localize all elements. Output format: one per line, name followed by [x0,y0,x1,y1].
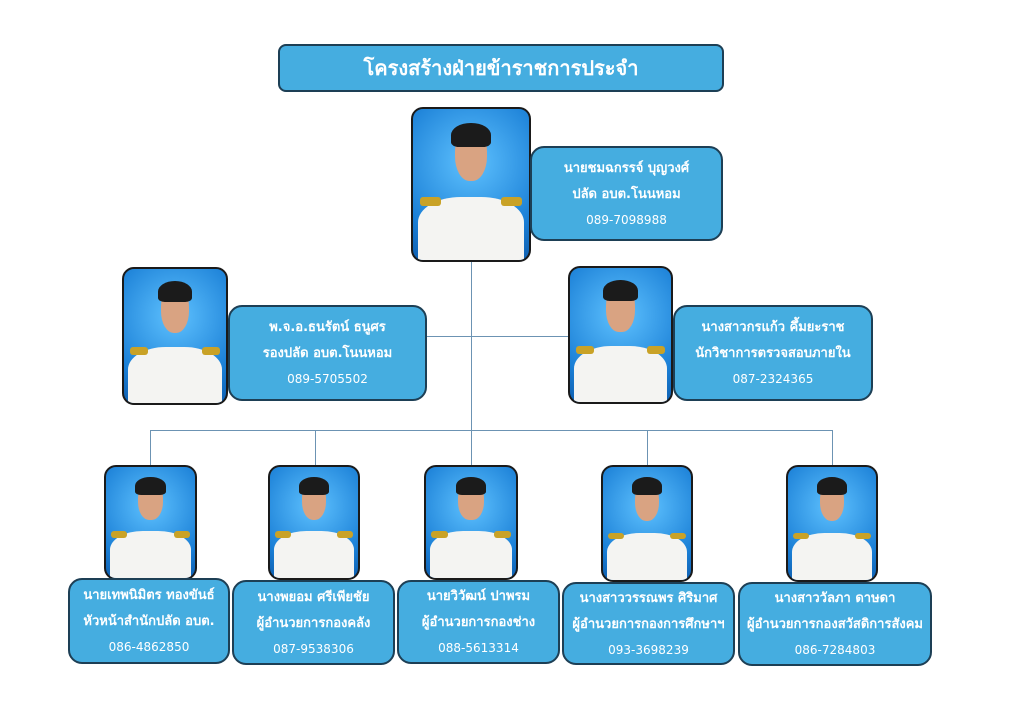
connector-line [647,430,648,466]
staff-position: ผู้อำนวยการกองการศึกษาฯ [572,616,725,632]
connector-line [471,430,472,466]
staff-card: นางสาววรรณพร ศิริมาศ ผู้อำนวยการกองการศึ… [562,582,735,665]
staff-photo [601,465,693,582]
chief-photo [411,107,531,262]
connector-line [471,262,472,430]
staff-photo [424,465,518,580]
staff-phone: 086-7284803 [794,643,876,657]
staff-card: นางพยอม ศรีเพียชัย ผู้อำนวยการกองคลัง 08… [232,580,395,665]
staff-name: นายวิวัฒน์ ปาพรม [426,589,531,604]
staff-position: ผู้อำนวยการกองช่าง [421,615,536,630]
connector-line [832,430,833,466]
staff-card: นายวิวัฒน์ ปาพรม ผู้อำนวยการกองช่าง 088-… [397,580,560,664]
auditor-name: นางสาวกรแก้ว คึ้มยะราช [701,320,845,335]
staff-photo [268,465,360,580]
connector-line [315,430,316,466]
staff-photo [786,465,878,582]
connector-line [427,336,568,337]
connector-line [150,430,151,466]
chief-name: นายชมฉกรรจ์ บุญวงศ์ [563,160,690,176]
staff-phone: 088-5613314 [438,641,519,655]
staff-position: ผู้อำนวยการกองสวัสดิการสังคม [746,617,924,632]
deputy-card: พ.จ.อ.ธนรัตน์ ธนูศร รองปลัด อบต.โนนหอม 0… [228,305,427,401]
chief-position: ปลัด อบต.โนนหอม [572,186,681,202]
deputy-photo [122,267,228,405]
chief-card: นายชมฉกรรจ์ บุญวงศ์ ปลัด อบต.โนนหอม 089-… [530,146,723,241]
staff-phone: 093-3698239 [608,642,689,657]
staff-card: นายเทพนิมิตร ทองขันธ์ หัวหน้าสำนักปลัด อ… [68,578,230,664]
staff-name: นางสาววัลภา ดาษดา [774,591,896,606]
auditor-card: นางสาวกรแก้ว คึ้มยะราช นักวิชาการตรวจสอบ… [673,305,873,401]
staff-name: นายเทพนิมิตร ทองขันธ์ [83,588,215,603]
staff-name: นางสาววรรณพร ศิริมาศ [579,590,718,606]
staff-position: หัวหน้าสำนักปลัด อบต. [83,614,215,629]
deputy-name: พ.จ.อ.ธนรัตน์ ธนูศร [269,320,386,335]
connector-line [150,430,832,431]
auditor-photo [568,266,673,404]
staff-phone: 086-4862850 [108,640,190,654]
staff-position: ผู้อำนวยการกองคลัง [256,615,371,631]
staff-card: นางสาววัลภา ดาษดา ผู้อำนวยการกองสวัสดิกา… [738,582,932,666]
chart-title: โครงสร้างฝ่ายข้าราชการประจำ [278,44,724,92]
auditor-phone: 087-2324365 [732,372,814,386]
chief-phone: 089-7098988 [586,212,667,227]
staff-photo [104,465,197,580]
auditor-position: นักวิชาการตรวจสอบภายใน [695,346,851,361]
deputy-position: รองปลัด อบต.โนนหอม [262,346,393,361]
deputy-phone: 089-5705502 [287,372,368,386]
staff-phone: 087-9538306 [273,641,354,656]
staff-name: นางพยอม ศรีเพียชัย [257,589,370,605]
